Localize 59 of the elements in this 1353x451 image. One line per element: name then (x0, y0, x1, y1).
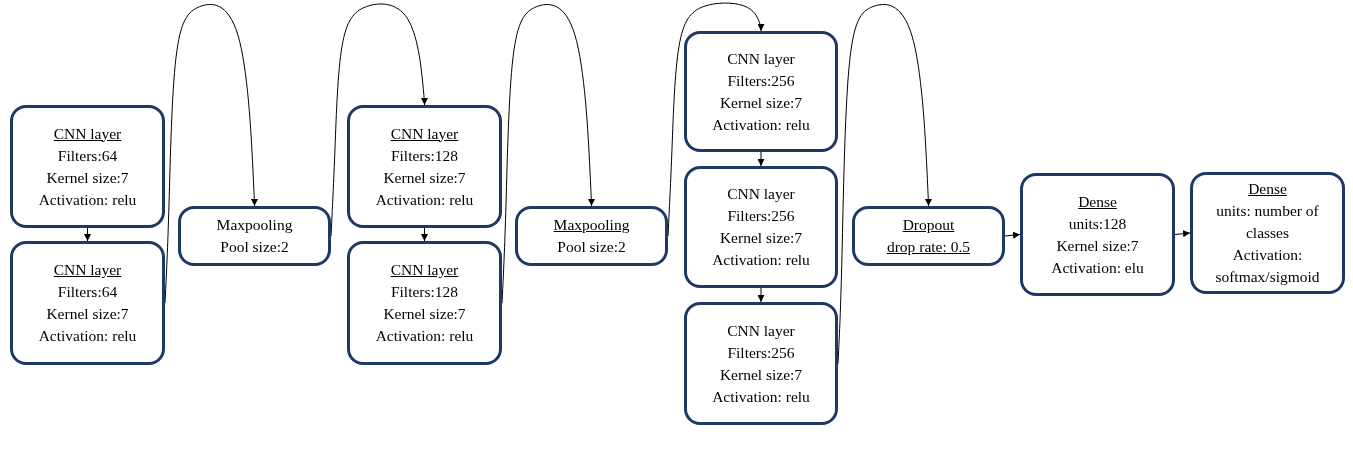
layer-box (684, 166, 838, 288)
layer-parameter: Kernel size:7 (46, 304, 129, 324)
arrow (757, 151, 765, 167)
layer-title: CNN layer (727, 48, 795, 69)
layer-parameter: Pool size:2 (557, 237, 626, 257)
layer-parameter: Activation: relu (712, 386, 810, 407)
layer-title: CNN layer (53, 260, 122, 280)
layer-parameter: Filters:64 (57, 145, 118, 166)
arrow (757, 287, 765, 303)
layer-parameter: Filters:256 (727, 70, 795, 91)
layer-parameter: Activation: elu (1051, 257, 1144, 278)
layer-parameter: Kernel size:7 (383, 167, 466, 188)
layer-parameter: Kernel size:7 (383, 304, 466, 324)
layer-box (10, 241, 165, 365)
layer-parameter: Pool size:2 (220, 237, 289, 257)
layer-title: Maxpooling (553, 215, 630, 235)
layer-parameter: Kernel size:7 (719, 364, 803, 385)
layer-parameter: units: number of classes (1215, 201, 1320, 243)
layer-parameter: Activation: relu (375, 326, 474, 346)
layer-box (347, 105, 502, 228)
layer-parameter: Activation: softmax/sigmoid (1214, 245, 1321, 287)
layer-parameter: Kernel size:7 (46, 167, 129, 188)
layer-box (1020, 173, 1175, 296)
layer-parameter: Activation: relu (375, 189, 474, 210)
layer-parameter: Filters:128 (390, 282, 459, 302)
layer-box (852, 206, 1005, 266)
layer-parameter: Kernel size:7 (719, 92, 803, 113)
arrow (1174, 230, 1191, 238)
layer-title: Maxpooling (216, 215, 293, 235)
layer-parameter: Activation: relu (712, 250, 810, 270)
layer-title: Dropout (902, 215, 955, 235)
layer-title: CNN layer (53, 123, 122, 144)
layer-parameter: units:128 (1068, 213, 1127, 234)
layer-box (178, 206, 331, 266)
layer-box (684, 302, 838, 425)
layer-box (515, 206, 668, 266)
layer-title: CNN layer (390, 260, 459, 280)
layer-box (10, 105, 165, 228)
layer-title: Dense (1248, 179, 1287, 199)
layer-parameter: Filters:256 (727, 342, 795, 363)
layer-parameter: Kernel size:7 (1056, 235, 1139, 256)
layer-parameter: Filters:256 (727, 206, 795, 226)
layer-parameter: Kernel size:7 (719, 228, 803, 248)
layer-box (684, 31, 838, 152)
layer-title: CNN layer (727, 184, 795, 204)
arrow (421, 227, 428, 242)
layer-parameter: Filters:64 (57, 282, 118, 302)
layer-title: Dense (1078, 191, 1117, 212)
arrow (84, 227, 91, 242)
arrow (1004, 231, 1021, 239)
layer-title: CNN layer (390, 123, 459, 144)
layer-parameter: drop rate: 0.5 (886, 237, 971, 257)
layer-title: CNN layer (727, 320, 795, 341)
layer-parameter: Activation: relu (712, 114, 810, 135)
layer-box (347, 241, 502, 365)
layer-box (1190, 172, 1345, 294)
layer-parameter: Activation: relu (38, 189, 137, 210)
layer-parameter: Activation: relu (38, 326, 137, 346)
layer-parameter: Filters:128 (390, 145, 459, 166)
